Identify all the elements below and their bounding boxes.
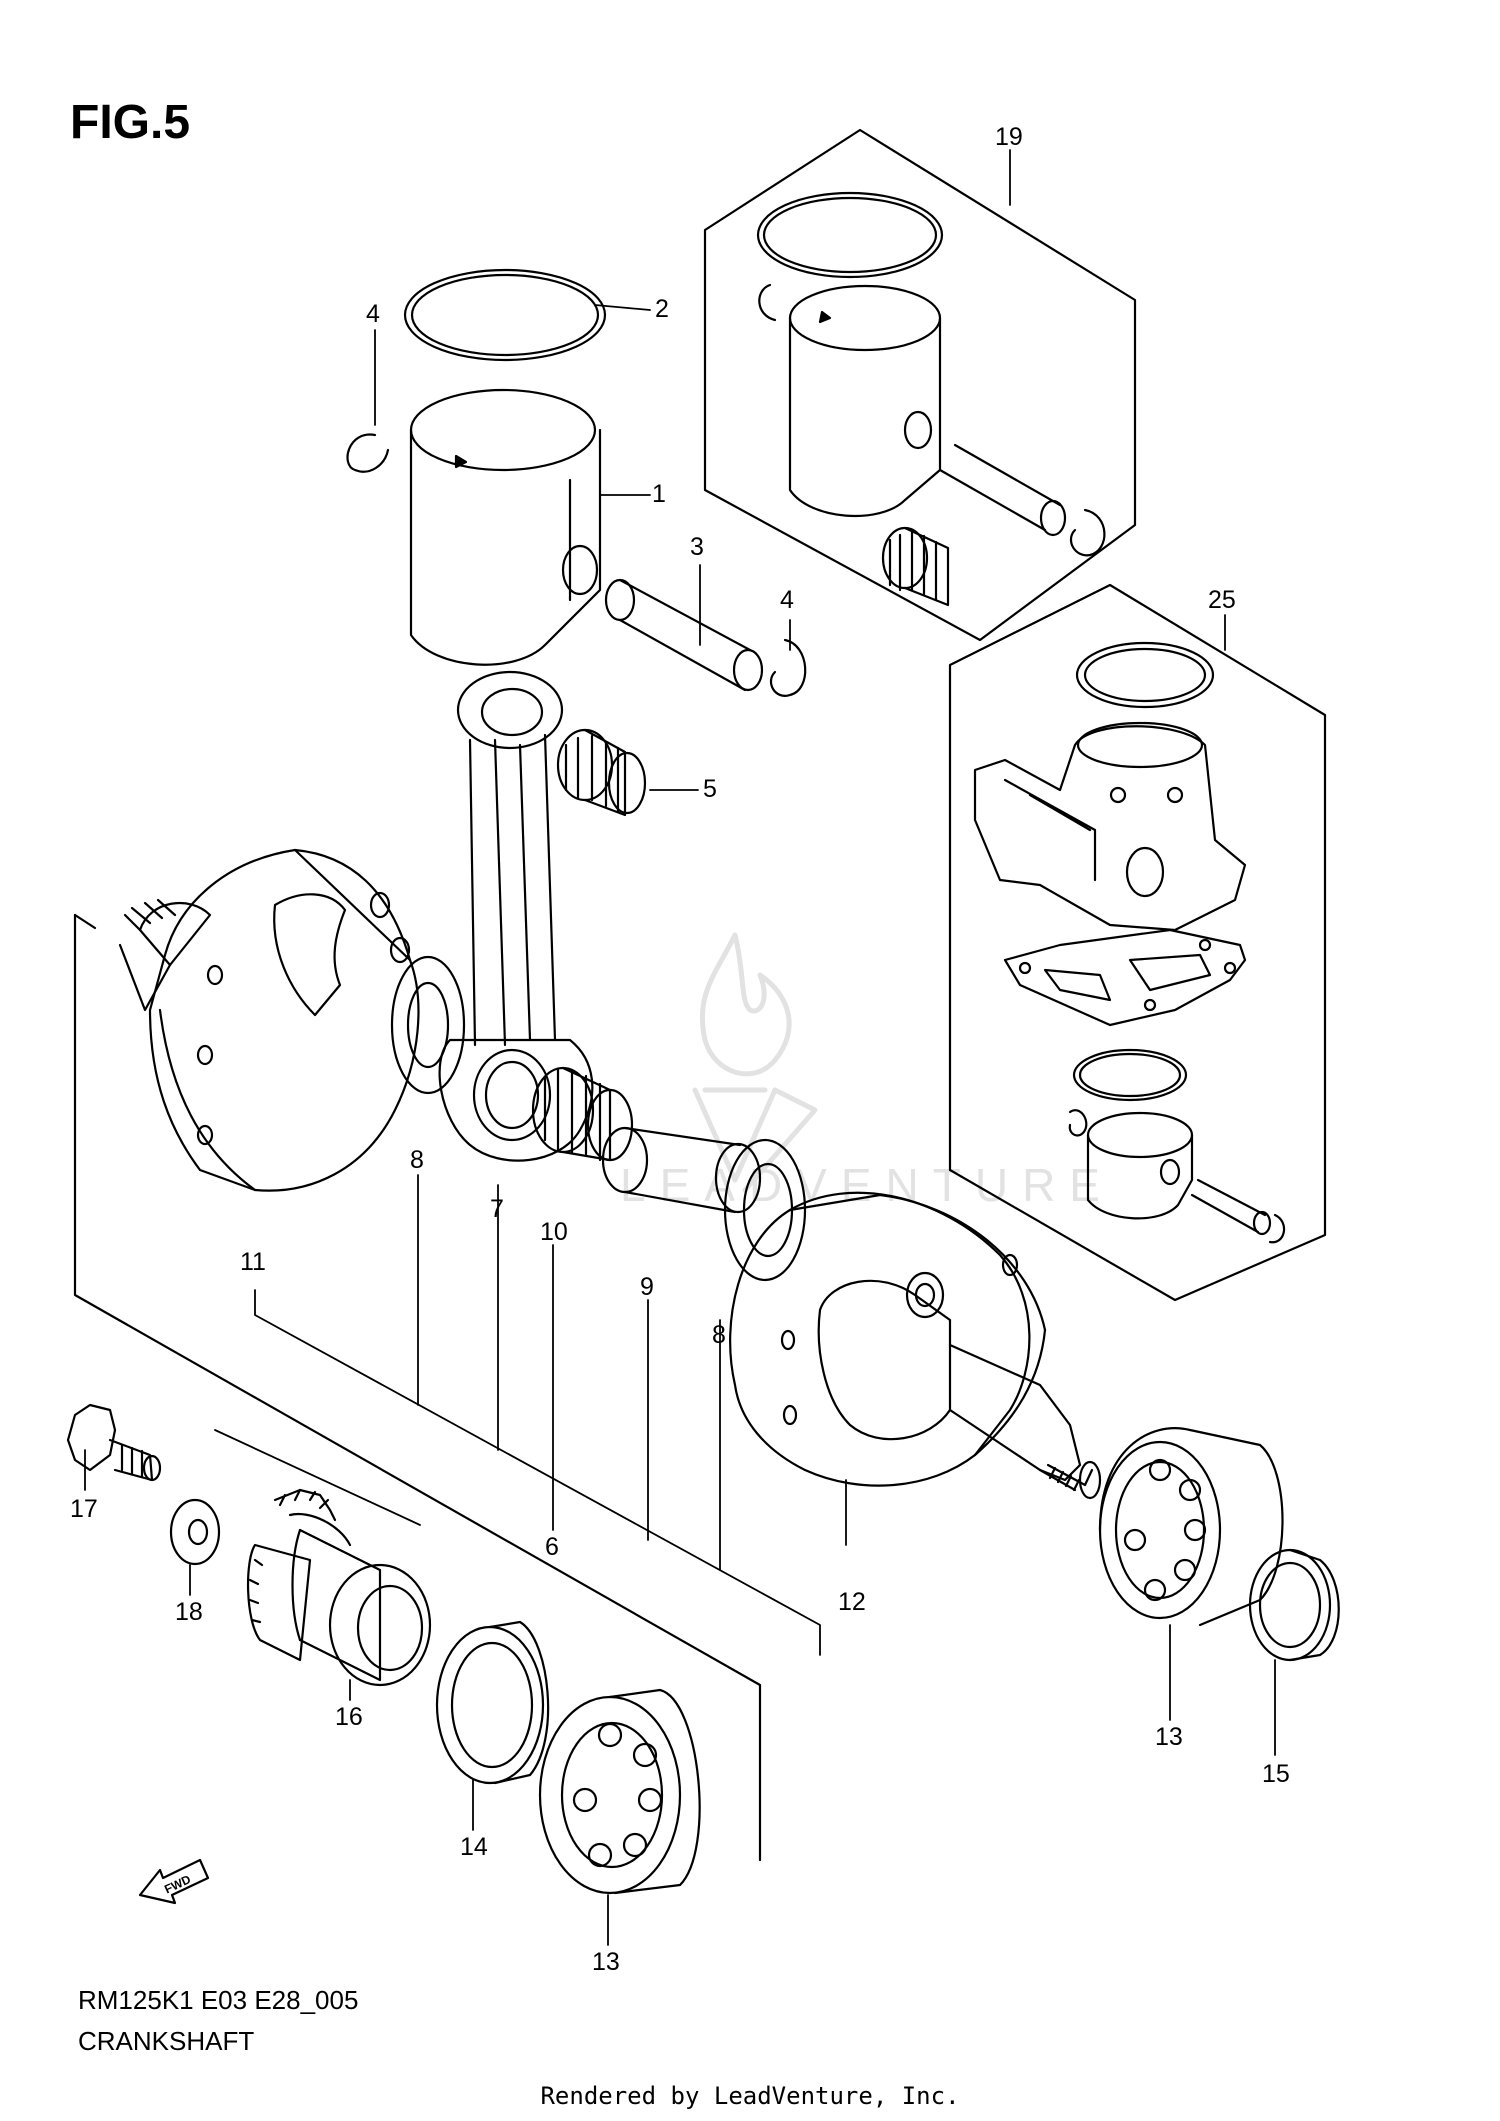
bearing-left (538, 1688, 701, 1895)
thrust-washer (390, 955, 807, 1282)
callout-12: 12 (838, 1588, 866, 1616)
callout-13-left: 13 (592, 1948, 620, 1976)
piston-pin-clip (346, 433, 807, 697)
callout-18: 18 (175, 1598, 203, 1626)
crankshaft-left (118, 848, 420, 1192)
diagram-code: RM125K1 E03 E28_005 (78, 1985, 359, 2015)
forward-arrow-icon (138, 1858, 210, 1905)
callout-13-right: 13 (1155, 1723, 1183, 1751)
crank-pin (601, 1126, 762, 1214)
figure-label: FIG.5 (70, 96, 191, 149)
bearing-right (1098, 1427, 1284, 1627)
leader-lines (84, 149, 1276, 1946)
crankshaft-assembly-outline (73, 913, 762, 1862)
cylinder-kit-ring (1072, 1048, 1188, 1102)
piston-kit-pin (938, 443, 1067, 537)
big-end-bearing (531, 1066, 634, 1162)
crankshaft-assembly-outline-top (73, 913, 97, 930)
watermark-logo-icon (692, 932, 818, 1193)
crankshaft-right (729, 1191, 1102, 1500)
callout-10: 10 (540, 1218, 568, 1246)
piston-kit-clip (758, 283, 1106, 557)
callout-4-left: 4 (366, 300, 380, 328)
callout-7: 7 (490, 1195, 504, 1223)
assembly-dash-line (214, 1429, 421, 1526)
callout-16: 16 (335, 1703, 363, 1731)
cylinder-kit-box (948, 583, 1327, 1302)
connecting-rod (438, 670, 594, 1162)
piston-pin (604, 578, 764, 692)
watermark-text: LEADVENTURE (620, 1159, 1114, 1211)
cylinder-kit-cylinder (973, 721, 1247, 932)
callout-19: 19 (995, 123, 1023, 151)
callout-8-left: 8 (410, 1146, 424, 1174)
callout-9: 9 (640, 1273, 654, 1301)
callout-8-right: 8 (712, 1321, 726, 1349)
callout-15: 15 (1262, 1760, 1290, 1788)
oil-seal-right (1248, 1548, 1340, 1662)
piston-ring (403, 268, 607, 362)
callout-25: 25 (1208, 586, 1236, 614)
washer (169, 1498, 221, 1566)
callout-4-right: 4 (780, 586, 794, 614)
diagram-title: CRANKSHAFT (78, 2026, 255, 2056)
piston-kit-bearing (881, 526, 950, 607)
callout-14: 14 (460, 1833, 488, 1861)
piston (409, 388, 602, 666)
callout-6: 6 (545, 1533, 559, 1561)
callout-labels: 1 2 3 4 4 5 6 7 8 8 9 10 11 12 13 13 14 … (70, 123, 1290, 1976)
cylinder-kit-head-gasket (1075, 641, 1215, 709)
cylinder-kit-base-gasket (1003, 928, 1247, 1027)
callout-2: 2 (655, 295, 669, 323)
cylinder-kit-piston (1068, 1109, 1286, 1244)
callout-1: 1 (652, 480, 666, 508)
callout-17: 17 (70, 1495, 98, 1523)
primary-drive-gear (246, 1488, 432, 1687)
piston-kit-box (703, 128, 1137, 642)
flange-bolt (66, 1403, 162, 1482)
piston-kit-ring (756, 191, 944, 279)
callout-11: 11 (240, 1248, 266, 1276)
piston-kit-piston (788, 284, 942, 518)
callout-5: 5 (703, 775, 717, 803)
callout-3: 3 (690, 533, 704, 561)
small-end-bearing (556, 728, 647, 817)
oil-seal-left (435, 1620, 550, 1785)
footer-credit: Rendered by LeadVenture, Inc. (540, 2082, 960, 2110)
